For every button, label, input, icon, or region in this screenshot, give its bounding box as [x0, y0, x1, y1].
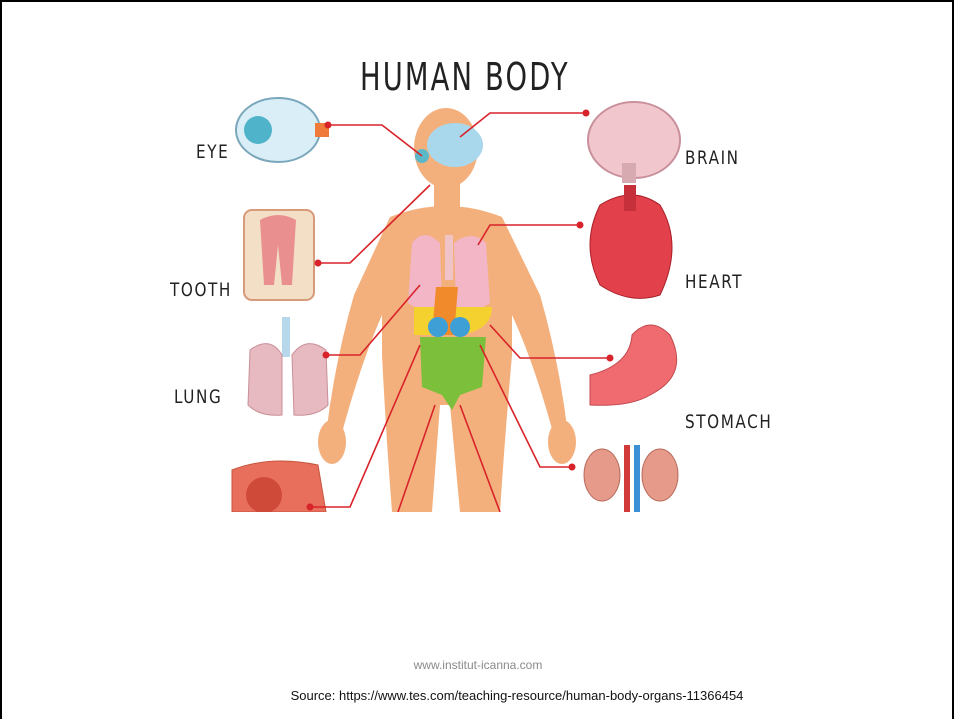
label-lung: LUNG — [174, 386, 222, 408]
watermark-text: www.institut-icanna.com — [0, 658, 956, 672]
trachea-in-body — [445, 235, 453, 280]
brain-in-body — [427, 123, 483, 167]
left-kidney-in-body — [428, 317, 448, 337]
brain-illustration — [588, 102, 680, 183]
diagram-artwork — [160, 45, 775, 512]
stomach-illustration — [590, 325, 677, 405]
eye-illustration — [236, 98, 329, 162]
diagram-title: HUMAN BODY — [360, 55, 570, 99]
right-kidney-in-body — [450, 317, 470, 337]
source-citation: Source: https://www.tes.com/teaching-res… — [0, 688, 956, 703]
tooth-illustration — [244, 210, 314, 300]
heart-illustration — [590, 185, 672, 298]
label-stomach: STOMACH — [685, 411, 772, 433]
label-eye: EYE — [196, 141, 229, 163]
right-lung-in-body — [454, 236, 490, 310]
label-tooth: TOOTH — [170, 279, 232, 301]
human-body-diagram: HUMAN BODY EYE BRAIN TOOTH HEART LUNG ST… — [160, 45, 775, 512]
label-brain: BRAIN — [685, 147, 740, 169]
lung-illustration — [248, 317, 328, 415]
label-heart: HEART — [685, 271, 743, 293]
kidney-illustration — [584, 445, 678, 512]
